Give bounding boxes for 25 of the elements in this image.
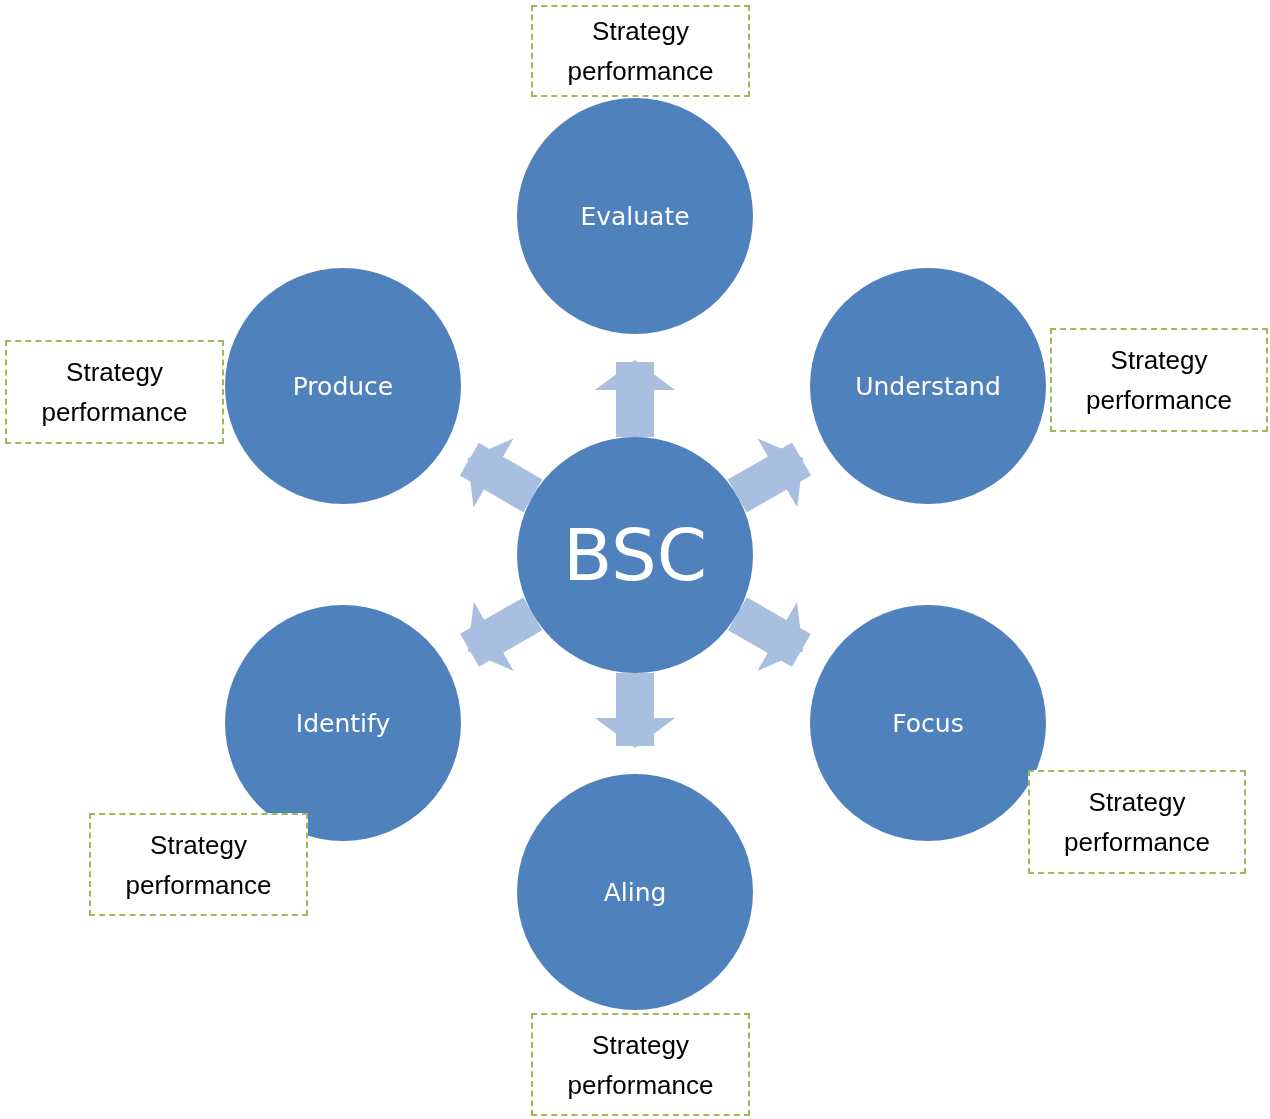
note-text: Strategy performance — [566, 15, 715, 88]
dashed-note-box — [5, 340, 224, 444]
block-arrow — [595, 360, 675, 437]
block-arrow — [595, 673, 675, 748]
node-label: Focus — [892, 708, 964, 738]
node-label: Identify — [295, 708, 391, 738]
dashed-note-box — [1050, 328, 1268, 432]
dashed-note-box — [1028, 770, 1246, 874]
block-arrow — [727, 438, 811, 513]
block-arrow — [727, 597, 811, 672]
note-text: Strategy performance — [124, 828, 273, 902]
dashed-note-box — [89, 813, 308, 916]
node-label: Produce — [292, 371, 394, 401]
dashed-note-box — [531, 5, 750, 97]
node-label: Aling — [603, 877, 667, 907]
note-text: Strategy performance — [1085, 344, 1233, 417]
note-text: Strategy performance — [40, 356, 189, 429]
dashed-note-box — [531, 1013, 750, 1116]
block-arrow — [460, 597, 543, 671]
node-label: BSC — [562, 513, 708, 597]
node-label: Understand — [855, 371, 1001, 401]
note-text: Strategy performance — [566, 1028, 715, 1102]
note-text: Strategy performance — [1063, 786, 1211, 859]
node-label: Evaluate — [580, 201, 690, 231]
block-arrow — [459, 438, 543, 513]
